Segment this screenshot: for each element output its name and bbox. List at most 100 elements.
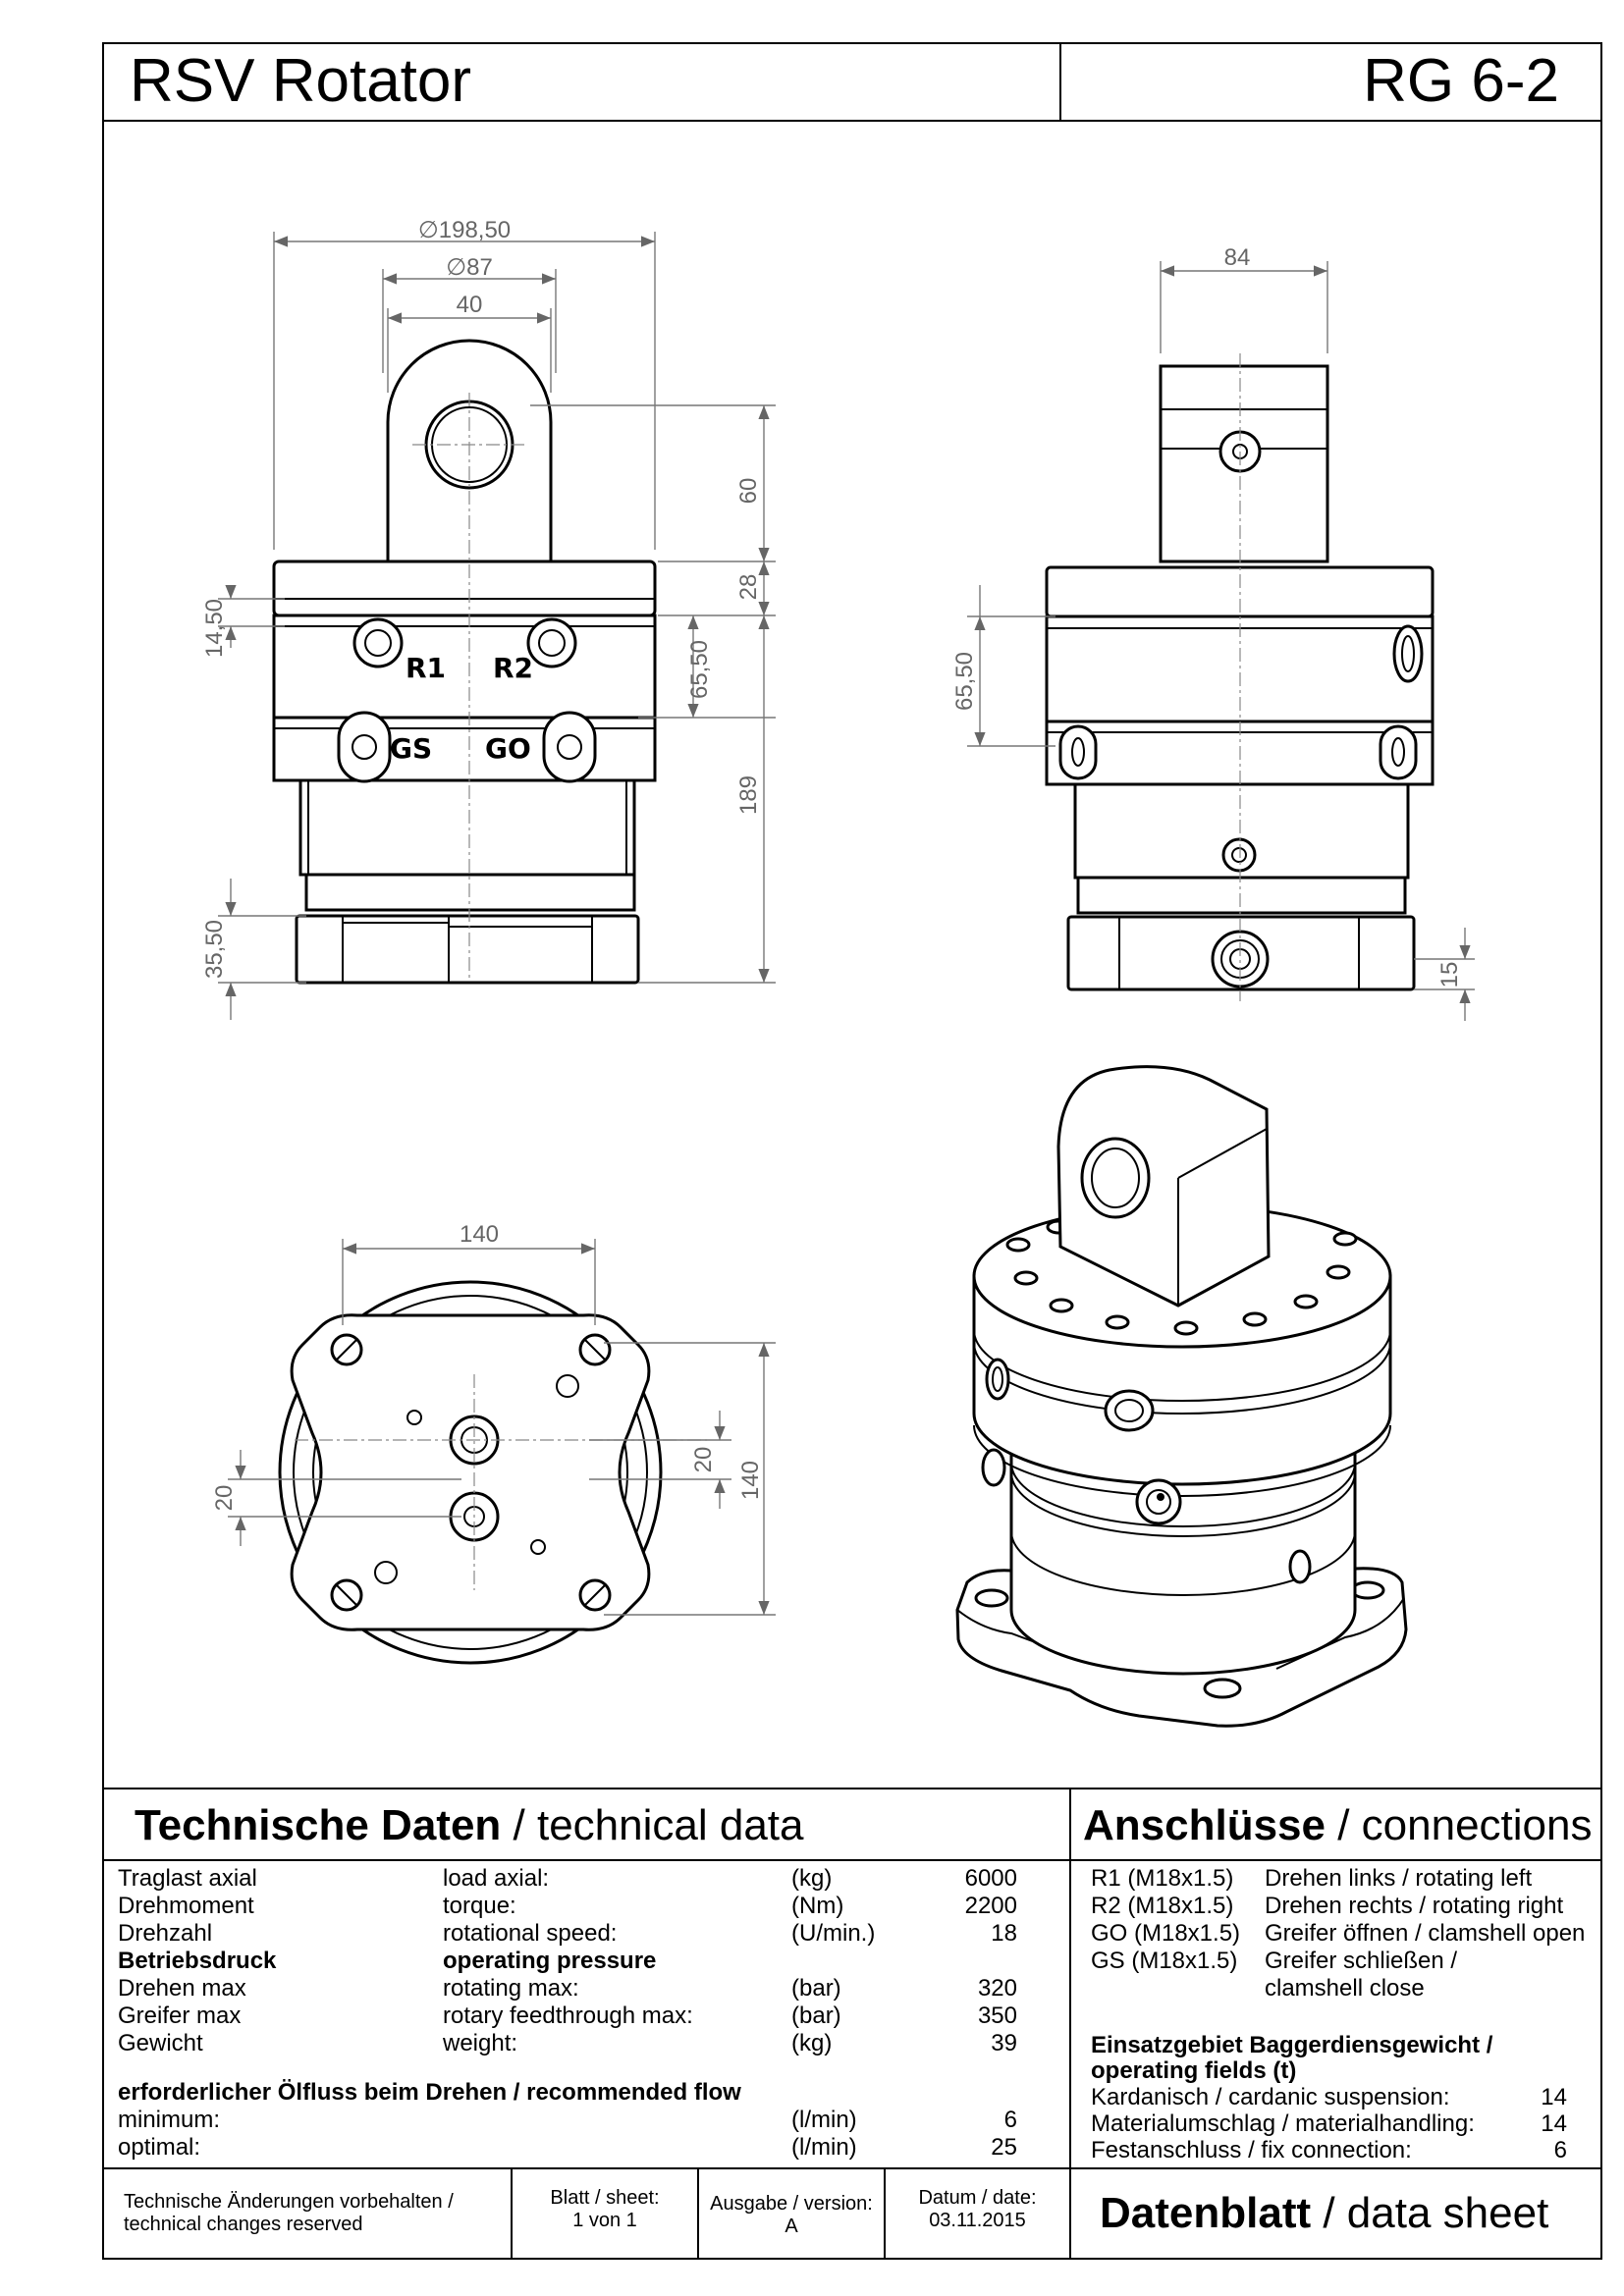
footer-split-2 [697, 2167, 699, 2260]
dim-h28: 28 [735, 574, 762, 601]
port-desc: clamshell close [1265, 1975, 1425, 2002]
dim-h189: 189 [735, 775, 762, 815]
datasheet-title-bold: Datenblatt [1100, 2189, 1312, 2237]
date-cell: Datum / date: 03.11.2015 [886, 2187, 1069, 2232]
header-divider [102, 120, 1602, 122]
tech-row-value: 320 [977, 1975, 1017, 2002]
dim-h14-50: 14,50 [201, 599, 228, 658]
dim-h140: 140 [737, 1461, 764, 1500]
dim-h20-left: 20 [211, 1485, 238, 1512]
flow-row-unit: (l/min) [791, 2134, 857, 2161]
tech-row-de: Drehen max [118, 1975, 246, 2002]
tech-row-de: Greifer max [118, 2002, 242, 2029]
technical-heading-bold: Technische Daten [135, 1801, 502, 1849]
tech-row-value: 350 [977, 2002, 1017, 2029]
tech-row-unit: (bar) [791, 1975, 841, 2002]
flow-row-label: optimal: [118, 2134, 201, 2161]
isometric-view [955, 1065, 1408, 1728]
dim-d198: ∅198,50 [418, 217, 511, 243]
tech-row-de: Traglast axial [118, 1865, 257, 1892]
changes-note-en: technical changes reserved [124, 2214, 363, 2235]
bottom-view: 140 140 20 20 [211, 1221, 776, 1665]
technical-data-heading: Technische Daten / technical data [135, 1799, 804, 1852]
port-desc: Greifer öffnen / clamshell open [1265, 1920, 1586, 1947]
fields-heading: Einsatzgebiet Baggerdiensgewicht / [1091, 2032, 1493, 2058]
port-code: GO (M18x1.5) [1091, 1920, 1241, 1947]
tech-row-de: Betriebsdruck [118, 1948, 277, 1974]
footer-split-4 [1069, 2167, 1071, 2260]
sheet-label: Blatt / sheet: [550, 2187, 660, 2209]
port-desc: Drehen links / rotating left [1265, 1865, 1533, 1892]
drawing-frame [102, 42, 1602, 2260]
dim-h20-right: 20 [690, 1447, 717, 1473]
flow-row-value: 25 [991, 2134, 1017, 2161]
dim-h35-50: 35,50 [201, 920, 228, 979]
dim-w40: 40 [457, 292, 483, 318]
dim-w140: 140 [460, 1221, 499, 1248]
tech-row-en: rotating max: [443, 1975, 579, 2002]
technical-drawing: R1 R2 GS GO ∅198,50 ∅87 40 60 28 65,50 1… [201, 217, 1475, 1728]
date-label: Datum / date: [918, 2187, 1037, 2209]
version-value: A [785, 2216, 798, 2237]
tech-row-value: 18 [991, 1920, 1017, 1947]
tech-row-value: 39 [991, 2030, 1017, 2056]
port-desc: Drehen rechts / rotating right [1265, 1893, 1564, 1919]
port-label-r1: R1 [406, 652, 446, 684]
product-title: RSV Rotator [130, 47, 472, 115]
fields-heading-2: operating fields (t) [1091, 2057, 1297, 2084]
dim-h60: 60 [735, 478, 762, 505]
datasheet-title-rest: / data sheet [1311, 2189, 1549, 2237]
tech-row-unit: (U/min.) [791, 1920, 876, 1947]
footer-divider [102, 2167, 1602, 2169]
tech-row-unit: (Nm) [791, 1893, 844, 1919]
field-value: 6 [1553, 2137, 1567, 2163]
data-subheader-divider [102, 1859, 1602, 1861]
tech-row-en: torque: [443, 1893, 516, 1919]
dim-w84: 84 [1224, 244, 1251, 271]
port-label-go: GO [485, 732, 531, 765]
front-view: R1 R2 GS GO ∅198,50 ∅87 40 60 28 65,50 1… [201, 217, 776, 1020]
connections-heading-bold: Anschlüsse [1083, 1801, 1326, 1849]
tech-row-en: load axial: [443, 1865, 550, 1892]
tech-row-unit: (kg) [791, 2030, 833, 2056]
flow-heading: erforderlicher Ölfluss beim Drehen / rec… [118, 2079, 741, 2106]
dim-h65-50-side: 65,50 [951, 652, 978, 711]
tech-row-en: weight: [443, 2030, 518, 2056]
port-desc: Greifer schließen / [1265, 1948, 1458, 1974]
footer-split-1 [511, 2167, 513, 2260]
field-label: Festanschluss / fix connection: [1091, 2137, 1412, 2163]
dim-d87: ∅87 [446, 254, 493, 281]
data-top-divider [102, 1788, 1602, 1789]
port-code: GS (M18x1.5) [1091, 1948, 1238, 1974]
field-value: 14 [1541, 2084, 1567, 2110]
tech-row-value: 2200 [964, 1893, 1017, 1919]
tech-row-de: Drehzahl [118, 1920, 213, 1947]
dim-h15: 15 [1436, 962, 1463, 988]
field-label: Kardanisch / cardanic suspension: [1091, 2084, 1450, 2110]
technical-heading-rest: / technical data [501, 1801, 804, 1849]
flow-row-value: 6 [1003, 2107, 1017, 2133]
dim-h65-50-front: 65,50 [686, 640, 713, 699]
connections-heading: Anschlüsse / connections [1083, 1799, 1592, 1852]
tech-row-unit: (kg) [791, 1865, 833, 1892]
changes-note: Technische Änderungen vorbehalten / tech… [108, 2191, 526, 2236]
side-view: 84 65,50 15 [951, 244, 1475, 1021]
field-label: Materialumschlag / materialhandling: [1091, 2110, 1475, 2137]
flow-row-label: minimum: [118, 2107, 221, 2133]
flow-row-unit: (l/min) [791, 2107, 857, 2133]
version-cell: Ausgabe / version: A [699, 2193, 884, 2238]
tech-row-en: rotary feedthrough max: [443, 2002, 693, 2029]
footer-split-3 [884, 2167, 886, 2260]
changes-note-de: Technische Änderungen vorbehalten / [124, 2191, 454, 2213]
data-vertical-divider [1069, 1788, 1071, 2167]
port-code: R1 (M18x1.5) [1091, 1865, 1234, 1892]
tech-row-de: Drehmoment [118, 1893, 254, 1919]
connections-heading-rest: / connections [1325, 1801, 1593, 1849]
sheet-cell: Blatt / sheet: 1 von 1 [513, 2187, 697, 2232]
header-split [1059, 42, 1061, 121]
datasheet-title: Datenblatt / data sheet [1100, 2187, 1548, 2240]
tech-row-en: rotational speed: [443, 1920, 618, 1947]
field-value: 14 [1541, 2110, 1567, 2137]
version-label: Ausgabe / version: [710, 2193, 873, 2215]
model-number: RG 6-2 [1363, 47, 1559, 115]
